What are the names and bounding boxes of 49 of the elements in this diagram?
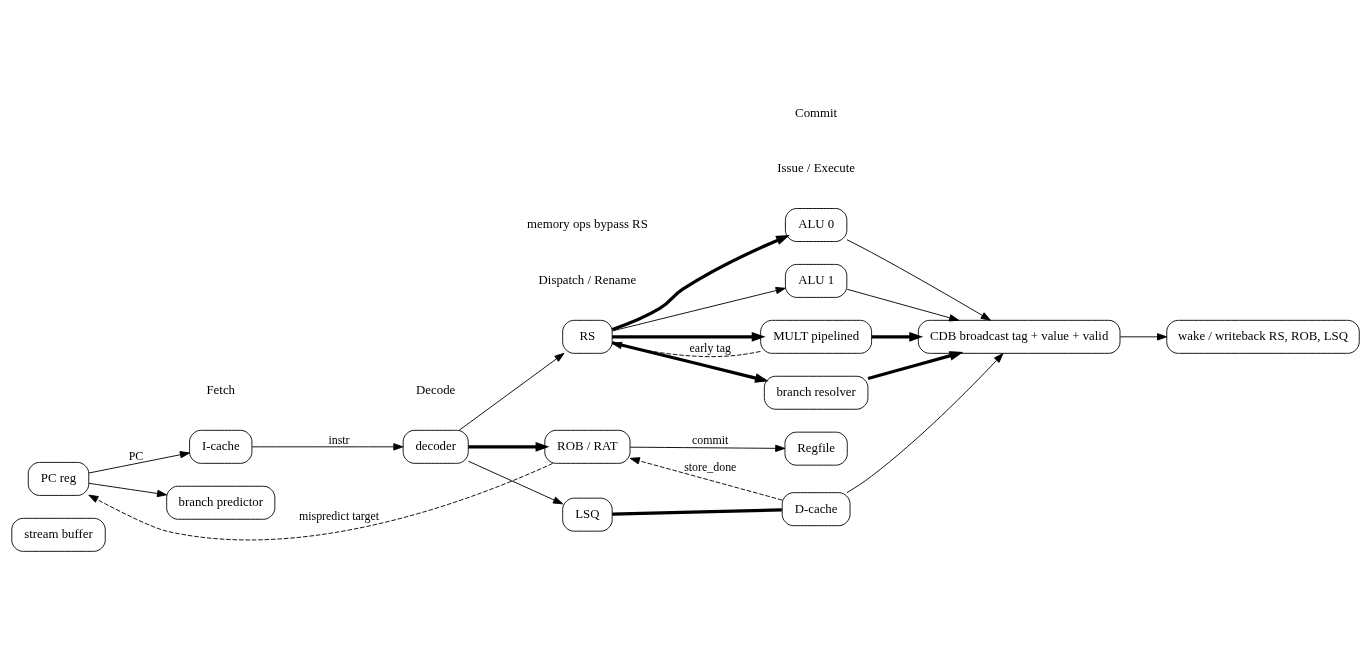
arrow: [251, 443, 404, 451]
node-box: ROB / RAT: [544, 429, 631, 464]
node-box: RS: [562, 319, 613, 354]
arrow: [458, 352, 565, 431]
arrow: [88, 451, 190, 474]
arrow: [846, 353, 1004, 494]
edge-label: early tag: [689, 340, 731, 355]
edge-label: PC: [128, 449, 144, 464]
node-box: wake / writeback RS, ROB, LSQ: [1166, 319, 1360, 354]
node-box: LSQ: [562, 497, 613, 532]
node-box: stream buffer: [11, 517, 106, 552]
arrow: [1119, 333, 1168, 341]
node-box: MULT pipelined: [760, 319, 873, 354]
node-box: branch resolver: [763, 375, 869, 410]
arrow: [468, 442, 550, 452]
edge-label: commit: [692, 433, 729, 448]
arrow: [612, 332, 766, 342]
node-box: D-cache: [781, 492, 851, 527]
node-box: ALU 0: [784, 208, 848, 242]
arrow: [88, 482, 168, 498]
label: Decode: [416, 383, 456, 398]
label: Issue / Execute: [777, 161, 855, 176]
label: memory ops bypass RS: [527, 217, 648, 232]
arrow: [867, 351, 964, 381]
arrow: [611, 341, 769, 383]
edge-label: mispredict target: [298, 508, 380, 523]
arrow: [629, 444, 786, 452]
label: Fetch: [206, 383, 236, 398]
label: Commit: [795, 105, 838, 120]
arrow: [846, 239, 991, 321]
connector: [612, 508, 782, 516]
arrow: [467, 460, 564, 505]
arrow: [871, 332, 924, 342]
node-box: PC reg: [27, 461, 90, 496]
edge-label: instr: [328, 432, 350, 447]
node-box: ALU 1: [784, 263, 848, 298]
arrow: [88, 463, 554, 541]
edge-label: store_done: [684, 460, 737, 475]
arrow: [611, 235, 790, 331]
arrow: [629, 457, 783, 501]
arrow: [846, 288, 960, 322]
arrow: [611, 341, 761, 358]
node-box: CDB broadcast tag + value + valid: [917, 319, 1121, 354]
node-box: branch predictor: [166, 485, 276, 520]
arrow: [611, 286, 786, 332]
node-box: I-cache: [189, 429, 253, 464]
label: Dispatch / Rename: [538, 273, 637, 288]
node-box: Regfile: [784, 431, 848, 466]
node-box: decoder: [402, 429, 469, 464]
